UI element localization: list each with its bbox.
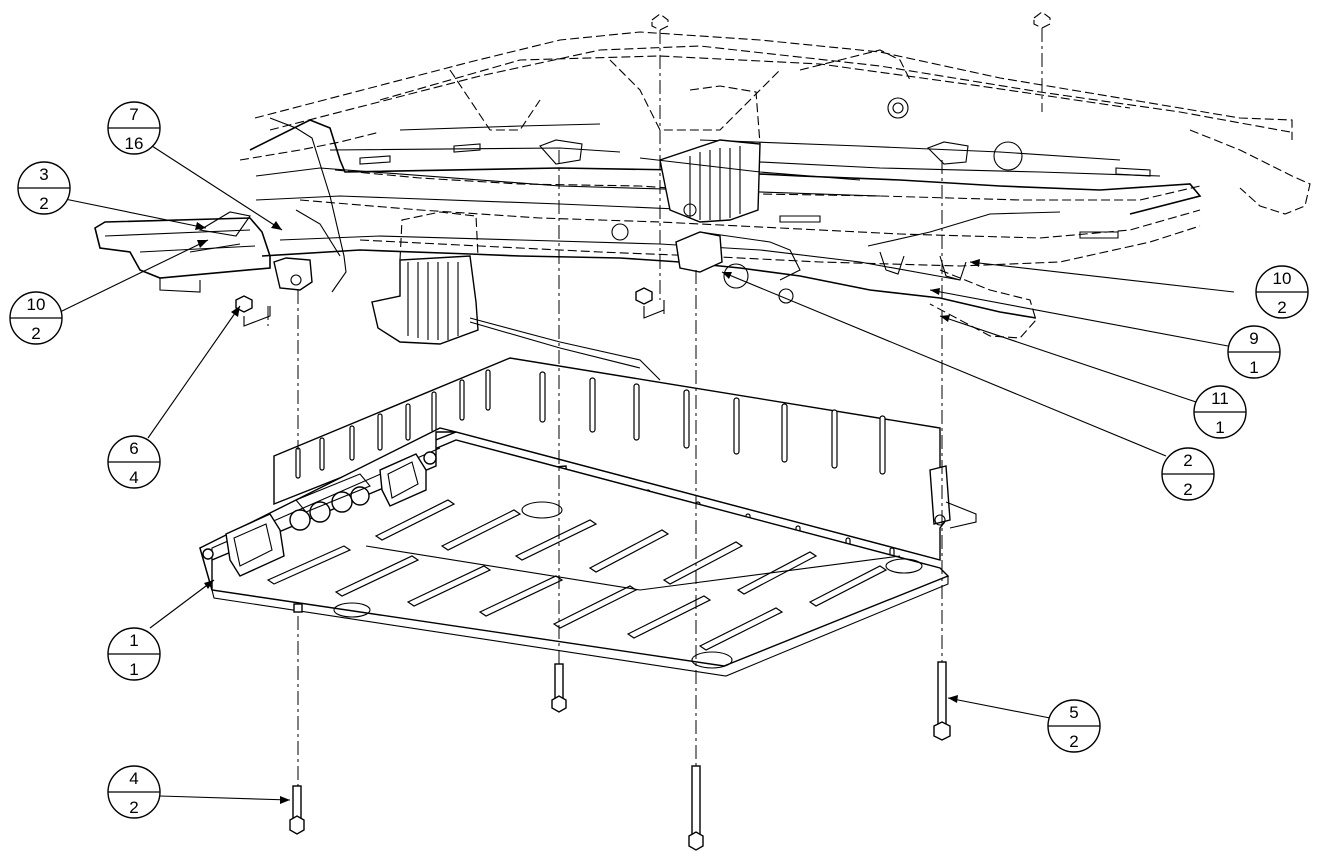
balloon-item-2: 2 2: [1161, 447, 1215, 501]
balloon-item-number: 7: [129, 105, 138, 124]
bolt-bottom-center: [688, 765, 704, 851]
balloon-item-3: 3 2: [17, 161, 71, 215]
balloon-quantity: 1: [1215, 418, 1224, 437]
balloon-item-number: 9: [1249, 329, 1258, 348]
hex-nut-top-right: [1033, 11, 1051, 29]
balloon-quantity: 2: [31, 324, 40, 343]
balloon-quantity: 2: [1183, 480, 1192, 499]
balloon-quantity: 2: [39, 194, 48, 213]
balloon-item-number: 6: [129, 439, 138, 458]
bolt-item-4: [289, 785, 305, 835]
assembly-center-lines: [267, 28, 1043, 786]
vehicle-underbody-frame: [94, 31, 1311, 381]
balloon-item-number: 4: [129, 769, 138, 788]
balloon-item-1: 1 1: [107, 627, 161, 681]
balloon-item-number: 11: [1211, 389, 1229, 408]
balloon-item-6: 6 4: [107, 435, 161, 489]
battery-pack-tray: [199, 357, 977, 677]
balloon-item-number: 10: [1273, 269, 1292, 288]
bolt-center-short: [551, 663, 567, 713]
balloon-quantity: 1: [129, 660, 138, 679]
balloon-item-11: 11 1: [1193, 385, 1247, 439]
balloon-item-number: 3: [39, 165, 48, 184]
flange-nut-left: [235, 295, 271, 327]
hv-connectors: [289, 473, 371, 531]
balloon-quantity: 4: [129, 468, 138, 487]
balloon-item-number: 5: [1069, 703, 1078, 722]
balloon-quantity: 16: [125, 134, 144, 153]
fasteners: [235, 11, 1051, 851]
balloon-quantity: 1: [1249, 358, 1258, 377]
balloon-item-4: 4 2: [107, 765, 161, 819]
balloon-item-5: 5 2: [1047, 699, 1101, 753]
balloon-quantity: 2: [1069, 732, 1078, 751]
balloon-item-number: 10: [27, 295, 46, 314]
balloon-quantity: 2: [1277, 298, 1286, 317]
hex-nut-top-left: [651, 13, 669, 31]
leader-lines: [59, 145, 1235, 804]
balloon-item-number: 2: [1183, 451, 1192, 470]
balloon-item-7: 7 16: [107, 101, 161, 155]
balloon-item-9: 9 1: [1227, 325, 1281, 379]
balloon-item-10-left: 10 2: [9, 291, 63, 345]
balloon-item-number: 1: [129, 631, 138, 650]
balloon-item-10-right: 10 2: [1255, 265, 1309, 319]
balloon-quantity: 2: [129, 798, 138, 817]
bolt-item-5: [933, 661, 951, 741]
